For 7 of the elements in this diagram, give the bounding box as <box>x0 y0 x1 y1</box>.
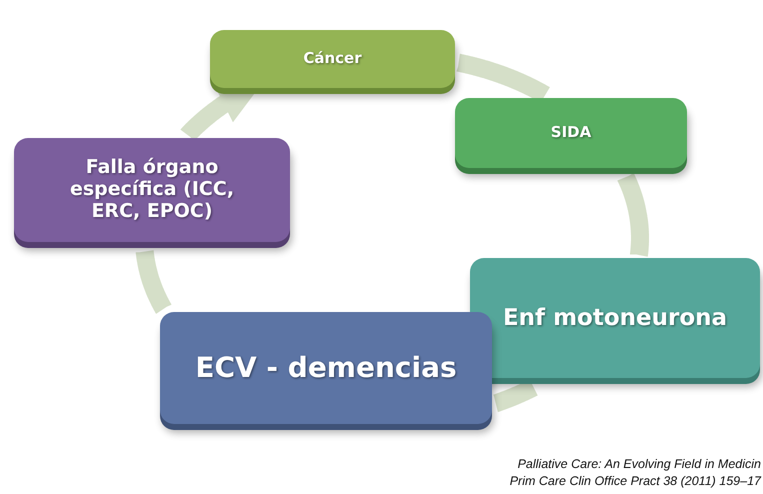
citation-text: Prim Care Clin Office Pract 38 (2011) 159–17 <box>510 473 761 490</box>
rounded-box: Falla órgano específica (ICC, ERC, EPOC) <box>14 138 290 242</box>
rounded-box: Cáncer <box>210 30 455 88</box>
rounded-box: SIDA <box>455 98 687 168</box>
citation-text: Palliative Care: An Evolving Field in Medicin <box>516 456 761 474</box>
rounded-box: ECV - demencias <box>160 312 492 424</box>
rounded-box: Enf motoneurona <box>470 258 760 378</box>
